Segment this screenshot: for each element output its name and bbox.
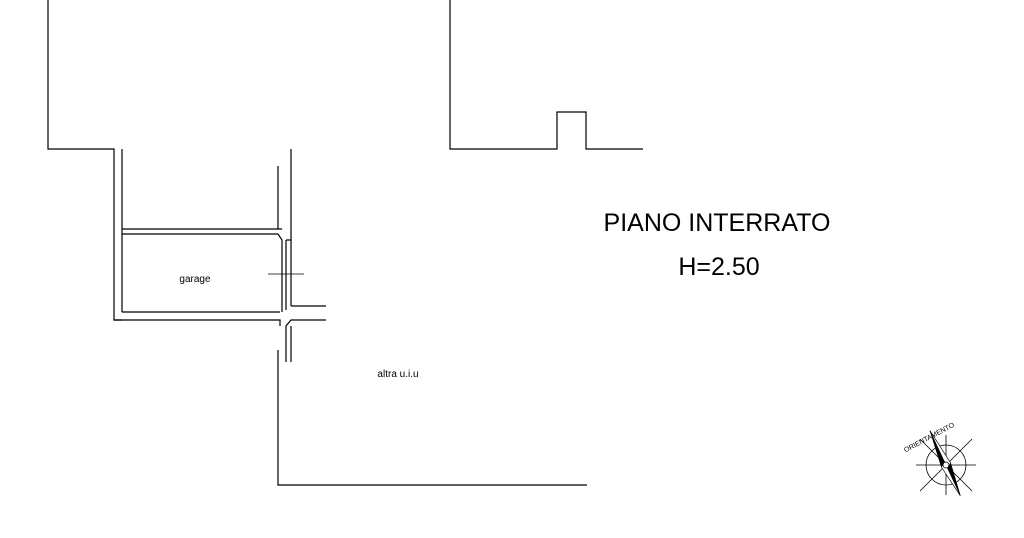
garage-room	[121, 149, 292, 313]
compass-label: ORIENTAMENTO	[903, 422, 956, 455]
other-unit-outline	[277, 350, 587, 486]
upper-left-building-outline	[47, 0, 122, 321]
upper-right-building-outline	[449, 0, 643, 150]
floor-title: PIANO INTERRATO	[604, 209, 831, 237]
room-label-other-unit: altra u.i.u	[377, 369, 418, 380]
floor-height: H=2.50	[678, 253, 759, 281]
compass-rose: ORIENTAMENTO	[903, 422, 976, 496]
room-label-garage: garage	[179, 274, 211, 285]
corridor-opening	[114, 305, 326, 362]
